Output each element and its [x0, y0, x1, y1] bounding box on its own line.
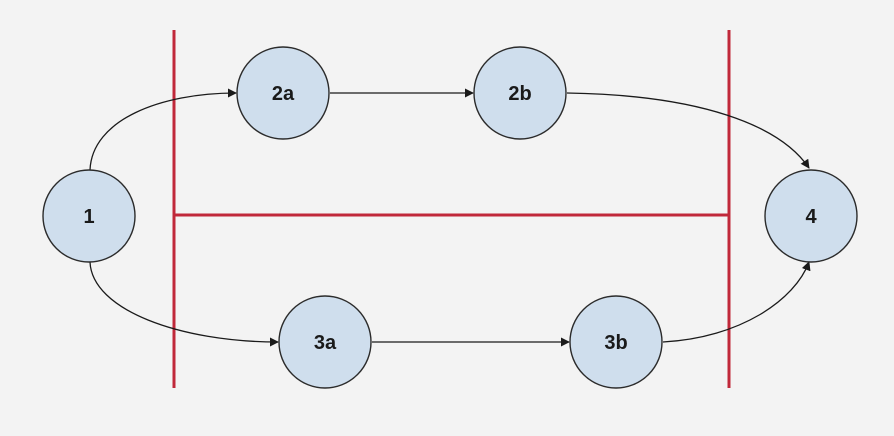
node-1-label: 1	[83, 206, 94, 228]
edges	[89, 88, 811, 347]
node-4-label: 4	[805, 206, 817, 228]
edge-3b-to-4	[662, 261, 811, 343]
edge-2b-to-4	[566, 92, 810, 169]
node-2a: 2a	[236, 46, 330, 140]
edge-1-to-3a	[89, 261, 279, 347]
node-4: 4	[764, 169, 858, 263]
node-2a-label: 2a	[272, 83, 295, 105]
node-3a-label: 3a	[314, 332, 337, 354]
node-2b-label: 2b	[508, 83, 531, 105]
node-3b: 3b	[569, 295, 663, 389]
node-3a: 3a	[278, 295, 372, 389]
node-2b: 2b	[473, 46, 567, 140]
node-3b-label: 3b	[604, 332, 627, 354]
node-1: 1	[42, 169, 136, 263]
edge-1-to-2a	[89, 88, 237, 171]
